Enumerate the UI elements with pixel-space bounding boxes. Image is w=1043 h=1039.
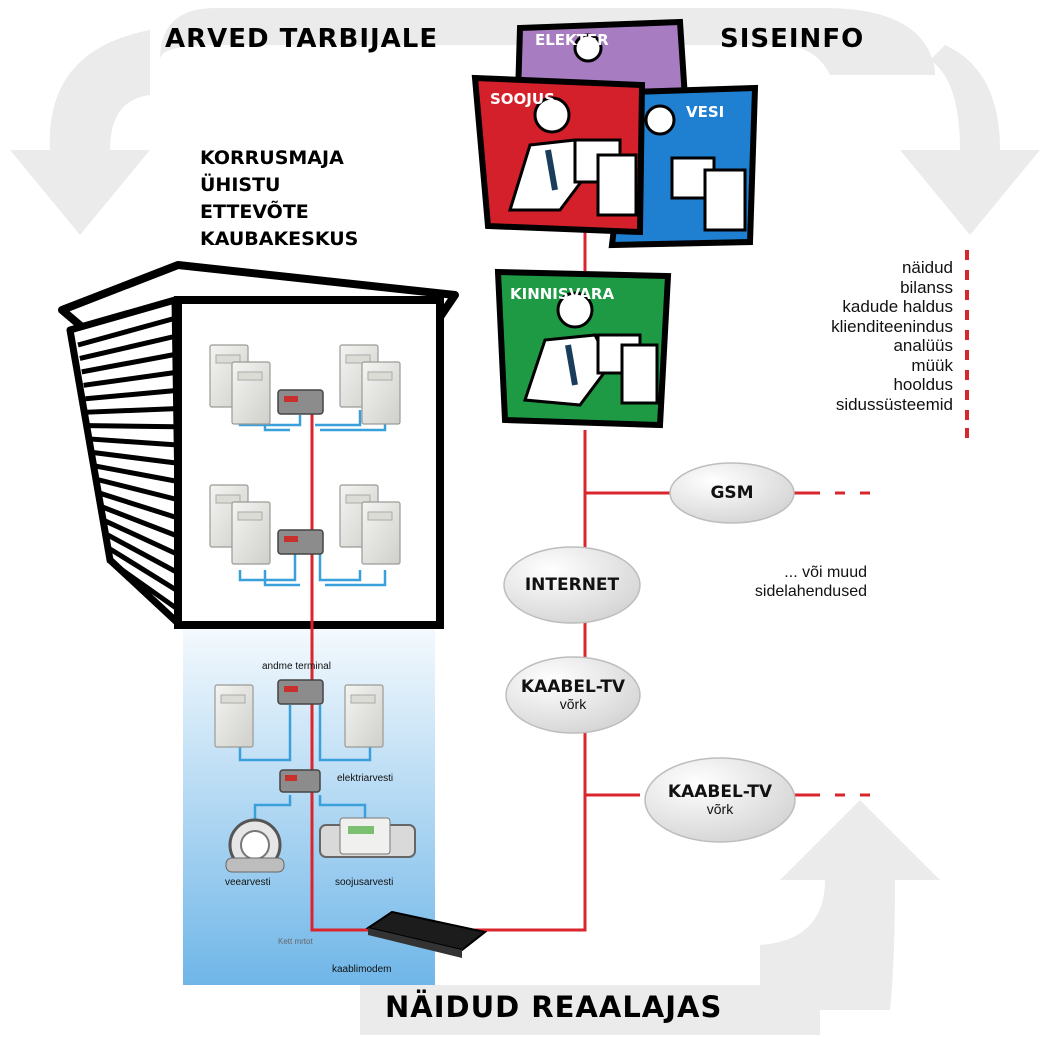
department-kinnisvara (494, 268, 672, 429)
meter-register-window (215, 494, 241, 504)
dept-label-elekter: ELEKTER (535, 31, 609, 49)
function-item: bilanss (900, 277, 953, 297)
bottom-band (360, 985, 820, 1035)
dept-label-vesi: VESI (686, 103, 725, 121)
electricity-meter-device (231, 501, 271, 565)
meter-register-window (237, 371, 263, 381)
node-cable-tv-1: KAABEL-TV võrk (506, 657, 640, 733)
electricity-meter-device (361, 361, 401, 425)
dept-label-kinnisvara: KINNISVARA (510, 285, 615, 303)
building-type-1: KORRUSMAJA (200, 147, 344, 169)
label-data-terminal: andme terminal (262, 661, 331, 672)
label-cable-connector: Kett mrtot (278, 937, 313, 946)
bottom-up-arrow (760, 800, 940, 1010)
building (58, 261, 459, 629)
function-item: klienditeenindus (831, 316, 953, 336)
function-item: analüüs (893, 336, 953, 355)
building-type-2: ÜHISTU (200, 174, 281, 196)
label-water-meter: veearvesti (225, 877, 271, 888)
function-item: kadude haldus (842, 297, 953, 316)
electricity-meter-device (344, 684, 384, 748)
note-line-2: sidelahendused (754, 583, 867, 600)
terminal-displays (284, 396, 298, 781)
function-item: sidussüsteemid (835, 394, 953, 414)
department-soojus (471, 74, 646, 236)
electricity-meter-device (231, 361, 271, 425)
function-item: näidud (901, 258, 953, 277)
meter-register-window (215, 354, 241, 364)
cable-modem-icon (365, 910, 488, 958)
node-cable-tv-1-title: KAABEL-TV (520, 677, 626, 697)
node-gsm-label: GSM (710, 482, 754, 503)
node-cable-tv-2: KAABEL-TV võrk (645, 758, 795, 842)
meter-register-window (345, 494, 371, 504)
meter-register-window (345, 354, 371, 364)
node-internet: INTERNET (504, 547, 640, 623)
shutter-slat (106, 557, 178, 611)
label-electricity-meter: elektriarvesti (337, 773, 394, 784)
meter-register-window (350, 694, 376, 704)
shutter-slat (77, 315, 177, 348)
meter-array (209, 344, 401, 748)
building-riser (310, 413, 395, 932)
heading-bills-to-consumer: ARVED TARBIJALE (165, 24, 439, 54)
shutter-lines (77, 315, 178, 611)
shutter-slat (89, 423, 177, 430)
meter-register-window (367, 371, 393, 381)
shutter-slat (103, 530, 178, 574)
shutter-slat (92, 450, 177, 466)
extension-dashes (835, 491, 870, 797)
building-type-3: ETTEVÕTE (200, 201, 309, 223)
shutter-slat (101, 517, 178, 556)
heading-realtime-readings: NÄIDUD REAALAJAS (385, 990, 723, 1024)
shutter-slat (83, 369, 177, 388)
dept-label-soojus: SOOJUS (490, 90, 555, 108)
note-line-1: ... või muud (784, 564, 867, 581)
vesi-computer (644, 104, 747, 232)
shutter-slat (90, 436, 177, 448)
shutter-slat (96, 476, 177, 502)
meter-register-window (237, 511, 263, 521)
functions-bracket (965, 250, 969, 438)
building-type-4: KAUBAKESKUS (200, 228, 359, 250)
heat-meter-icon (319, 817, 416, 858)
function-item: müük (911, 355, 953, 375)
network-node-shapes (503, 462, 796, 843)
label-cable-modem: kaablimodem (332, 964, 392, 975)
kinnisvara-worker (522, 291, 659, 407)
shutter-slat (94, 463, 177, 484)
node-cable-tv-2-sub: võrk (706, 801, 734, 817)
function-item: hooldus (893, 375, 953, 394)
electricity-meter-device (361, 501, 401, 565)
function-list: näidud bilanss kadude haldus klienditeen… (831, 258, 953, 414)
meter-register-window (220, 694, 246, 704)
label-heat-meter: soojusarvesti (335, 877, 394, 888)
building-types: KORRUSMAJA ÜHISTU ETTEVÕTE KAUBAKESKUS (200, 145, 358, 253)
water-meter-icon (225, 818, 285, 873)
flow-arrows (10, 8, 1040, 1035)
heading-internal-info: SISEINFO (720, 24, 865, 54)
shutter-slat (85, 388, 177, 402)
soojus-worker (507, 96, 638, 217)
shutter-slat (97, 490, 177, 520)
shutter-slat (79, 333, 177, 361)
meter-register-window (367, 511, 393, 521)
electricity-meter-device (214, 684, 254, 748)
meter-wiring (238, 410, 387, 820)
shutter-slat (87, 406, 177, 415)
left-down-arrow (10, 30, 150, 235)
node-cable-tv-2-title: KAABEL-TV (667, 782, 773, 802)
shutter-slat (99, 503, 177, 538)
right-down-arrow (900, 45, 1040, 235)
node-cable-tv-1-sub: võrk (559, 696, 587, 712)
shutter-slat (81, 351, 177, 375)
other-links-note: ... või muud sidelahendused (755, 563, 867, 601)
shutter-slat (104, 544, 178, 592)
node-gsm: GSM (670, 463, 794, 523)
node-internet-label: INTERNET (524, 574, 620, 595)
